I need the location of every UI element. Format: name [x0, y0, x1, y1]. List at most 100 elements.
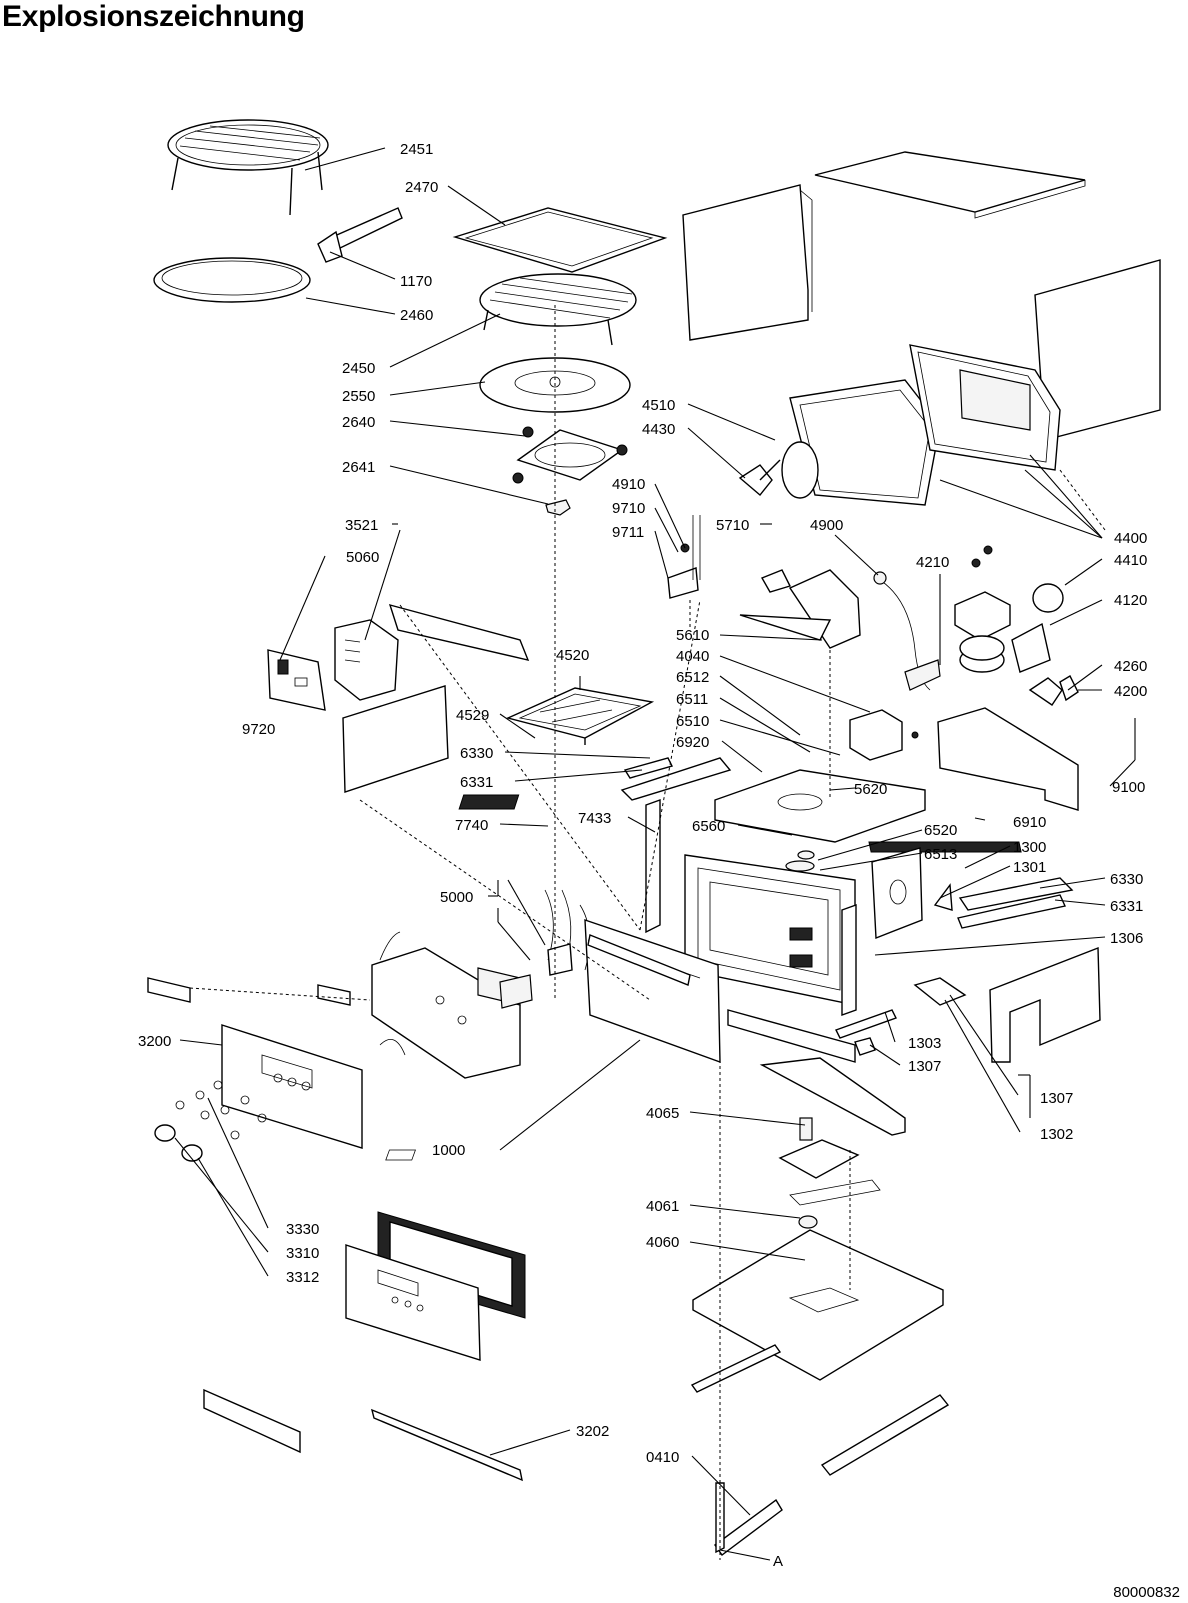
part-label: 3202 [576, 1423, 609, 1440]
part-label: 1170 [400, 273, 432, 290]
part-label: 6560 [692, 818, 725, 835]
document-number: 80000832 [1113, 1584, 1180, 1601]
roller-ring [512, 426, 628, 484]
part-label: 4529 [456, 707, 489, 724]
round-grill-rack-center [479, 273, 637, 346]
part-label: 1303 [908, 1035, 941, 1052]
fan-and-ring [738, 441, 819, 499]
part-label: 3521 [345, 517, 378, 534]
reference-marker-a: A [773, 1553, 783, 1570]
part-label: 6330 [460, 745, 493, 762]
part-labels: 2451 2470 1170 2460 2450 2550 2640 2641 … [138, 141, 1147, 1570]
control-board-bracket [334, 603, 530, 701]
round-pan [153, 257, 311, 303]
housing-top-cover [814, 151, 1086, 219]
rectangular-tray [452, 207, 668, 273]
bottom-rail-right [820, 1394, 950, 1476]
lamp-and-cable [739, 569, 941, 691]
part-label: 4060 [646, 1234, 679, 1251]
part-label: 6513 [924, 846, 957, 863]
part-label: 2451 [400, 141, 433, 158]
part-label: 7433 [578, 810, 611, 827]
part-label: 5000 [440, 889, 473, 906]
part-label: 1000 [432, 1142, 465, 1159]
part-label: 4210 [916, 554, 949, 571]
part-label: 5620 [854, 781, 887, 798]
control-panel-front [221, 1024, 363, 1149]
lower-trim-left [203, 1388, 301, 1454]
part-label: 2640 [342, 414, 375, 431]
part-label: 6512 [676, 669, 709, 686]
part-label: 4260 [1114, 658, 1147, 675]
part-label: 1307 [1040, 1090, 1073, 1107]
transformer [849, 709, 919, 761]
part-label: 4510 [642, 397, 675, 414]
round-grill-rack-top [167, 119, 329, 216]
part-label: 1300 [1013, 839, 1046, 856]
part-label: 3330 [286, 1221, 319, 1238]
grill-heating-element [505, 687, 655, 745]
turntable-coupler [545, 499, 571, 516]
magnetron-assembly [954, 545, 1064, 673]
part-label: 2450 [342, 360, 375, 377]
part-label: 6910 [1013, 814, 1046, 831]
trim-strip [317, 984, 351, 1006]
assembly-guide-lines [189, 305, 1106, 1560]
leader-lines [174, 147, 1136, 1561]
stirrer-parts [785, 850, 815, 872]
part-label: 9720 [242, 721, 275, 738]
part-label: 3310 [286, 1245, 319, 1262]
base-plate [690, 1229, 944, 1393]
part-label: 7740 [455, 817, 488, 834]
part-label: 4400 [1114, 530, 1147, 547]
part-label: 2460 [400, 307, 433, 324]
cavity-frame-set [789, 344, 1061, 506]
part-label: 4430 [642, 421, 675, 438]
part-label: 4061 [646, 1198, 679, 1215]
cavity-rail-left [620, 757, 732, 801]
part-label: 0410 [646, 1449, 679, 1466]
part-label: 4520 [556, 647, 589, 664]
cavity-rail-right [933, 877, 1074, 929]
fan-motor [1028, 675, 1079, 706]
part-label: 5060 [346, 549, 379, 566]
part-label: 4910 [612, 476, 645, 493]
part-label: 6520 [924, 822, 957, 839]
part-label: 6331 [1110, 898, 1143, 915]
wiring-harness [544, 889, 590, 976]
part-label: 9100 [1112, 779, 1145, 796]
part-label: 9710 [612, 500, 645, 517]
insulation-panel-left [342, 685, 449, 793]
electronics-board [267, 649, 326, 711]
part-label: 6920 [676, 734, 709, 751]
control-unit [371, 931, 533, 1079]
diagram-title: Explosionszeichnung [2, 0, 305, 33]
rack-handle [317, 207, 403, 263]
small-cover-left [147, 977, 191, 1003]
mounting-bracket-right [937, 707, 1079, 811]
part-label: 2550 [342, 388, 375, 405]
bottom-bracket [385, 1057, 906, 1271]
part-label: 1307 [908, 1058, 941, 1075]
control-knobs [154, 1080, 267, 1162]
insulation-panel-right [989, 946, 1101, 1063]
cavity-top-vent [458, 769, 926, 843]
part-label: 1306 [1110, 930, 1143, 947]
part-label: 1301 [1013, 859, 1046, 876]
part-label: 6331 [460, 774, 493, 791]
part-label: 4065 [646, 1105, 679, 1122]
part-label: 6511 [676, 691, 708, 708]
part-label: 4200 [1114, 683, 1147, 700]
foot-bracket [714, 1482, 783, 1556]
part-label: 6330 [1110, 871, 1143, 888]
cavity-side-frame [841, 847, 923, 1016]
part-label: 2470 [405, 179, 438, 196]
door-glass-front [345, 1244, 481, 1361]
part-label: 3200 [138, 1033, 171, 1050]
part-label: 1302 [1040, 1126, 1073, 1143]
housing-side-panel-left [682, 184, 813, 341]
part-label: 4120 [1114, 592, 1147, 609]
part-label: 4900 [810, 517, 843, 534]
part-label: 4040 [676, 648, 709, 665]
